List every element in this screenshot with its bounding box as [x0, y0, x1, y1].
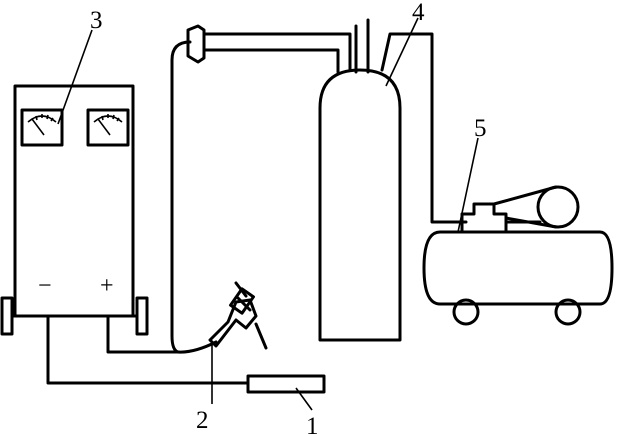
regulator: [186, 18, 370, 74]
power-source-cabinet: [13, 84, 135, 318]
compressor-wheel-left: [452, 298, 480, 326]
power-source: − +: [0, 84, 149, 336]
positive-terminal: +: [100, 273, 114, 299]
air-compressor: [422, 185, 614, 326]
air-line: [380, 32, 468, 224]
label-1: 1: [306, 413, 319, 434]
workpiece: [246, 374, 326, 394]
gas-cylinder: [318, 32, 468, 342]
label-2: 2: [196, 407, 209, 434]
leader-4: [385, 17, 419, 87]
compressor-tank: [422, 230, 614, 306]
leader-5: [457, 137, 479, 233]
workpiece-cable: [46, 314, 250, 385]
meter-left: [20, 108, 64, 147]
gas-hose: [170, 40, 192, 354]
negative-terminal: −: [38, 273, 52, 299]
leader-1: [295, 387, 313, 411]
meter-right: [86, 108, 130, 147]
torch-cable: [106, 314, 218, 354]
label-4: 4: [412, 0, 425, 26]
label-3: 3: [90, 7, 103, 34]
welding-torch: [208, 281, 268, 350]
compressor-wheel-right: [554, 298, 582, 326]
label-5: 5: [474, 115, 487, 142]
compressor-motor: [536, 185, 580, 229]
leader-3: [57, 29, 93, 125]
